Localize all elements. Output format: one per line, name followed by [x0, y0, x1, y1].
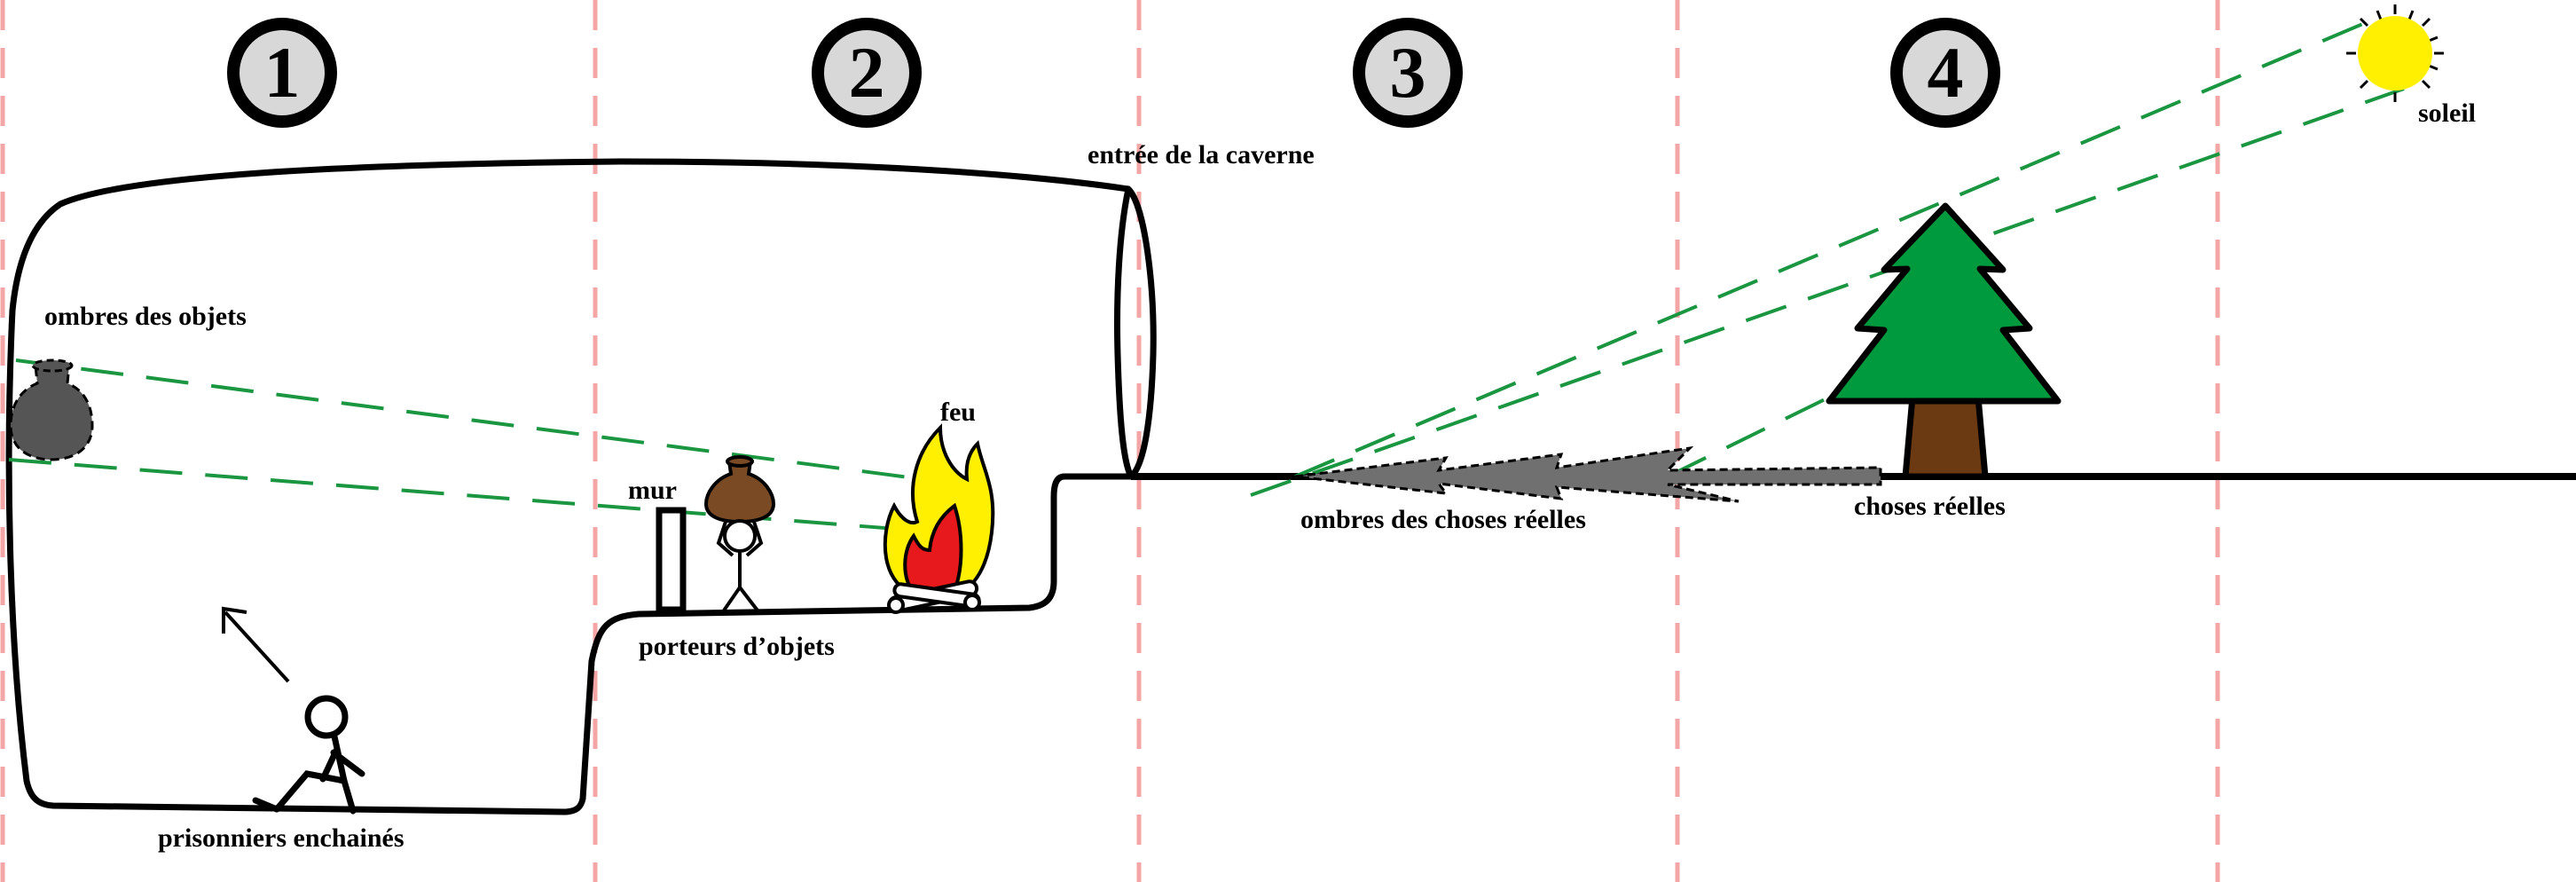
zone-number: 3 [1390, 32, 1426, 113]
zone-marker-4: 4 [1890, 18, 2000, 128]
cave-entrance-label: entrée de la caverne [1088, 140, 1315, 169]
zone-dividers [0, 0, 2220, 882]
sun-label: soleil [2418, 98, 2476, 128]
pot-shadow-icon [9, 358, 94, 461]
prisoner-figure [252, 695, 365, 815]
real-things-label: choses réelles [1854, 492, 2006, 521]
arrow-icon [222, 606, 290, 683]
pot-icon [703, 455, 776, 524]
fire-label: feu [940, 398, 976, 427]
object-shadows-label: ombres des objets [44, 302, 247, 331]
fire-icon [883, 423, 995, 614]
zone-number: 4 [1928, 32, 1964, 113]
zone-number: 1 [264, 32, 301, 113]
tree-shadow [1294, 445, 1882, 503]
ray-line [15, 358, 923, 481]
zone-number: 2 [849, 32, 885, 113]
ray-line [1250, 87, 2405, 497]
wall-label: mur [628, 476, 677, 505]
light-rays [8, 16, 2405, 531]
cave-entrance-edge [1114, 188, 1135, 478]
fire-logs [887, 579, 981, 614]
object-carrier-figure [703, 455, 776, 612]
chained-prisoners-label: prisonniers enchainés [158, 823, 404, 853]
object-carriers-label: porteurs d’objets [639, 632, 835, 661]
sun-icon [2346, 4, 2444, 102]
zone-marker-1: 1 [227, 18, 337, 128]
real-things-shadows-label: ombres des choses réelles [1300, 505, 1586, 534]
zone-marker-3: 3 [1353, 18, 1463, 128]
tree-icon [1826, 202, 2062, 480]
wall [656, 507, 687, 613]
zone-marker-2: 2 [812, 18, 922, 128]
